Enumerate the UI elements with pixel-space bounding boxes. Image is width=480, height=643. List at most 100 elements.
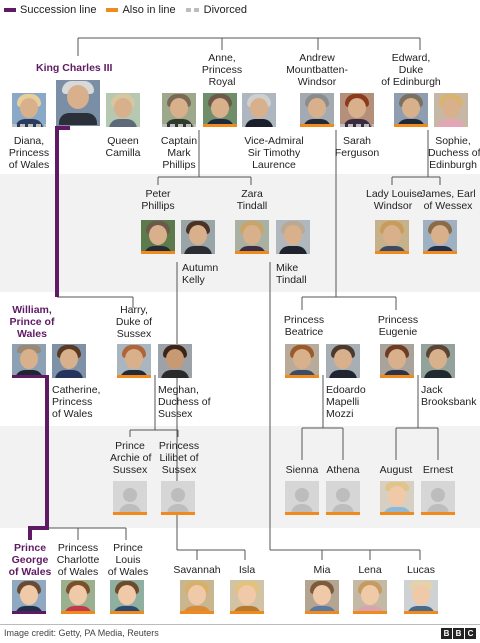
label-line: Zara: [241, 188, 263, 200]
body: [332, 504, 354, 515]
logo-letter: B: [441, 628, 452, 639]
body: [161, 370, 189, 378]
also-in-line-bar: [230, 611, 264, 614]
label-athena: Athena: [326, 464, 360, 476]
divorced-bar: [340, 124, 374, 127]
also-in-line-bar: [353, 611, 387, 614]
label-line: Catherine,: [52, 384, 101, 396]
also-in-line-bar: [380, 512, 414, 515]
footer-divider: [0, 624, 480, 625]
face: [412, 585, 430, 605]
succession-bar: [12, 611, 46, 614]
body: [378, 246, 406, 254]
body: [233, 606, 261, 614]
label-line: Archie of: [110, 452, 152, 464]
legend-succession-label: Succession line: [20, 4, 97, 16]
label-line: Royal: [208, 76, 236, 88]
photo-athena: [326, 481, 360, 515]
photo-timothy-laurence: [242, 93, 276, 127]
label-line: of Wales: [107, 566, 149, 578]
body: [120, 370, 148, 378]
bbc-logo: B B C: [440, 628, 476, 639]
label-line: Princess: [57, 542, 99, 554]
body: [397, 119, 425, 127]
photo-diana: [12, 93, 46, 127]
face: [431, 225, 449, 245]
label-line: Autumn: [182, 262, 219, 274]
also-in-line-bar: [117, 375, 151, 378]
label-line: James, Earl: [420, 188, 476, 200]
body: [206, 119, 234, 127]
face: [69, 585, 87, 605]
divorced-swatch: [185, 8, 200, 12]
label-line: Sussex: [158, 408, 193, 420]
face: [171, 488, 185, 502]
photo-savannah: [180, 580, 214, 614]
label-sienna: Sienna: [285, 464, 319, 476]
legend-also: Also in line: [106, 4, 176, 16]
label-line: of Wales: [8, 566, 52, 578]
also-in-line-bar: [305, 611, 339, 614]
label-line: Prince of: [9, 316, 55, 328]
face: [243, 225, 261, 245]
body: [329, 370, 357, 378]
photo-lilibet: [161, 481, 195, 515]
label-ernest: Ernest: [422, 464, 454, 476]
face: [20, 349, 38, 369]
logo-letter: C: [465, 628, 476, 639]
body: [55, 370, 83, 378]
face: [166, 349, 184, 369]
label-line: Sarah: [342, 135, 372, 147]
label-line: Princess: [52, 396, 93, 408]
also-in-line-bar: [404, 611, 438, 614]
body: [343, 119, 371, 127]
photo-king-charles: [56, 80, 100, 126]
body: [245, 119, 273, 127]
face: [189, 225, 207, 245]
label-line: Edoardo: [326, 384, 366, 396]
label-lena: Lena: [358, 564, 382, 576]
label-line: Wales: [17, 328, 47, 340]
legend-succession: Succession line: [4, 4, 96, 16]
photo-zara: [235, 220, 269, 254]
photo-beatrice: [285, 344, 319, 378]
also-in-line-bar: [375, 251, 409, 254]
face: [284, 225, 302, 245]
label-line: Mike: [276, 262, 299, 274]
legend-divorced: Divorced: [185, 4, 247, 16]
label-line: Sir Timothy: [247, 147, 301, 159]
face: [67, 85, 89, 109]
label-line: Prince: [113, 542, 143, 554]
label-line: Edward,: [391, 52, 431, 64]
also-in-line-bar: [285, 512, 319, 515]
face: [336, 488, 350, 502]
label-line: Beatrice: [284, 326, 324, 338]
also-in-line-bar: [110, 611, 144, 614]
face: [295, 488, 309, 502]
photo-autumn: [181, 220, 215, 254]
label-line: of Wales: [8, 159, 50, 171]
also-in-line-bar: [300, 124, 334, 127]
label-line: of Wales: [57, 566, 99, 578]
face: [334, 349, 352, 369]
photo-eugenie: [380, 344, 414, 378]
label-line: Sussex: [161, 464, 197, 476]
body: [119, 504, 141, 515]
label-line: Harry,: [120, 304, 148, 316]
label-savannah: Savannah: [173, 564, 221, 576]
label-line: Tindall: [276, 274, 307, 286]
body: [144, 246, 172, 254]
label-line: Sophie,: [435, 135, 471, 147]
label-line: Jack: [421, 384, 443, 396]
photo-august: [380, 481, 414, 515]
label-line: Princess: [8, 147, 50, 159]
body: [167, 504, 189, 515]
label-line: Laurence: [252, 159, 296, 171]
